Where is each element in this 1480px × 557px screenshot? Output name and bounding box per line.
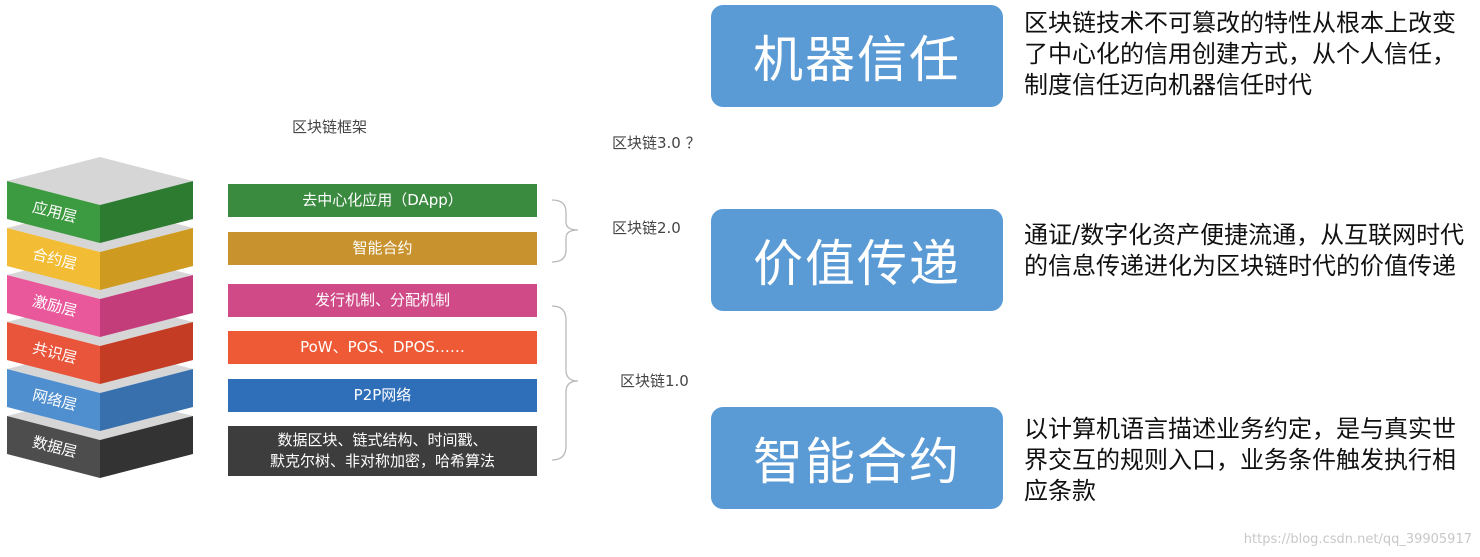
watermark: https://blog.csdn.net/qq_39905917 xyxy=(1243,532,1472,547)
feature-value-transfer: 价值传递 xyxy=(711,209,1003,311)
feature-smart-contract-desc: 以计算机语言描述业务约定，是与真实世界交互的规则入口，业务条件触发执行相应条款 xyxy=(1024,415,1456,505)
layer-front-face xyxy=(7,322,100,384)
bar-smart-contract: 智能合约 xyxy=(228,232,537,265)
bar-dapp: 去中心化应用（DApp） xyxy=(228,184,537,217)
version-2-label: 区块链2.0 xyxy=(612,219,681,237)
layer-front-face xyxy=(7,275,100,337)
version-3-label: 区块链3.0 ？ xyxy=(612,134,701,152)
bar-consensus: PoW、POS、DPOS…… xyxy=(228,331,537,364)
layer-side-face xyxy=(100,275,193,337)
layer-side-face xyxy=(100,322,193,384)
layer-front-face xyxy=(7,416,100,478)
feature-smart-contract: 智能合约 xyxy=(711,407,1003,509)
layer-front-face xyxy=(7,228,100,290)
layer-side-face xyxy=(100,181,193,243)
feature-machine-trust-desc: 区块链技术不可篡改的特性从根本上改变了中心化的信用创建方式，从个人信任，制度信任… xyxy=(1024,9,1456,99)
layer-side-face xyxy=(100,228,193,290)
bar-data: 数据区块、链式结构、时间戳、 默克尔树、非对称加密，哈希算法 xyxy=(228,426,537,476)
framework-title: 区块链框架 xyxy=(292,118,368,136)
layer-front-face xyxy=(7,181,100,243)
version-braces xyxy=(551,199,579,461)
layer-front-face xyxy=(7,369,100,431)
bar-incentive: 发行机制、分配机制 xyxy=(228,284,537,317)
layer-side-face xyxy=(100,416,193,478)
feature-machine-trust: 机器信任 xyxy=(711,5,1003,107)
layer-side-face xyxy=(100,369,193,431)
version-1-label: 区块链1.0 xyxy=(620,372,689,390)
feature-value-transfer-desc: 通证/数字化资产便捷流通，从互联网时代的信息传递进化为区块链时代的价值传递 xyxy=(1024,221,1465,280)
bar-network: P2P网络 xyxy=(228,379,537,412)
